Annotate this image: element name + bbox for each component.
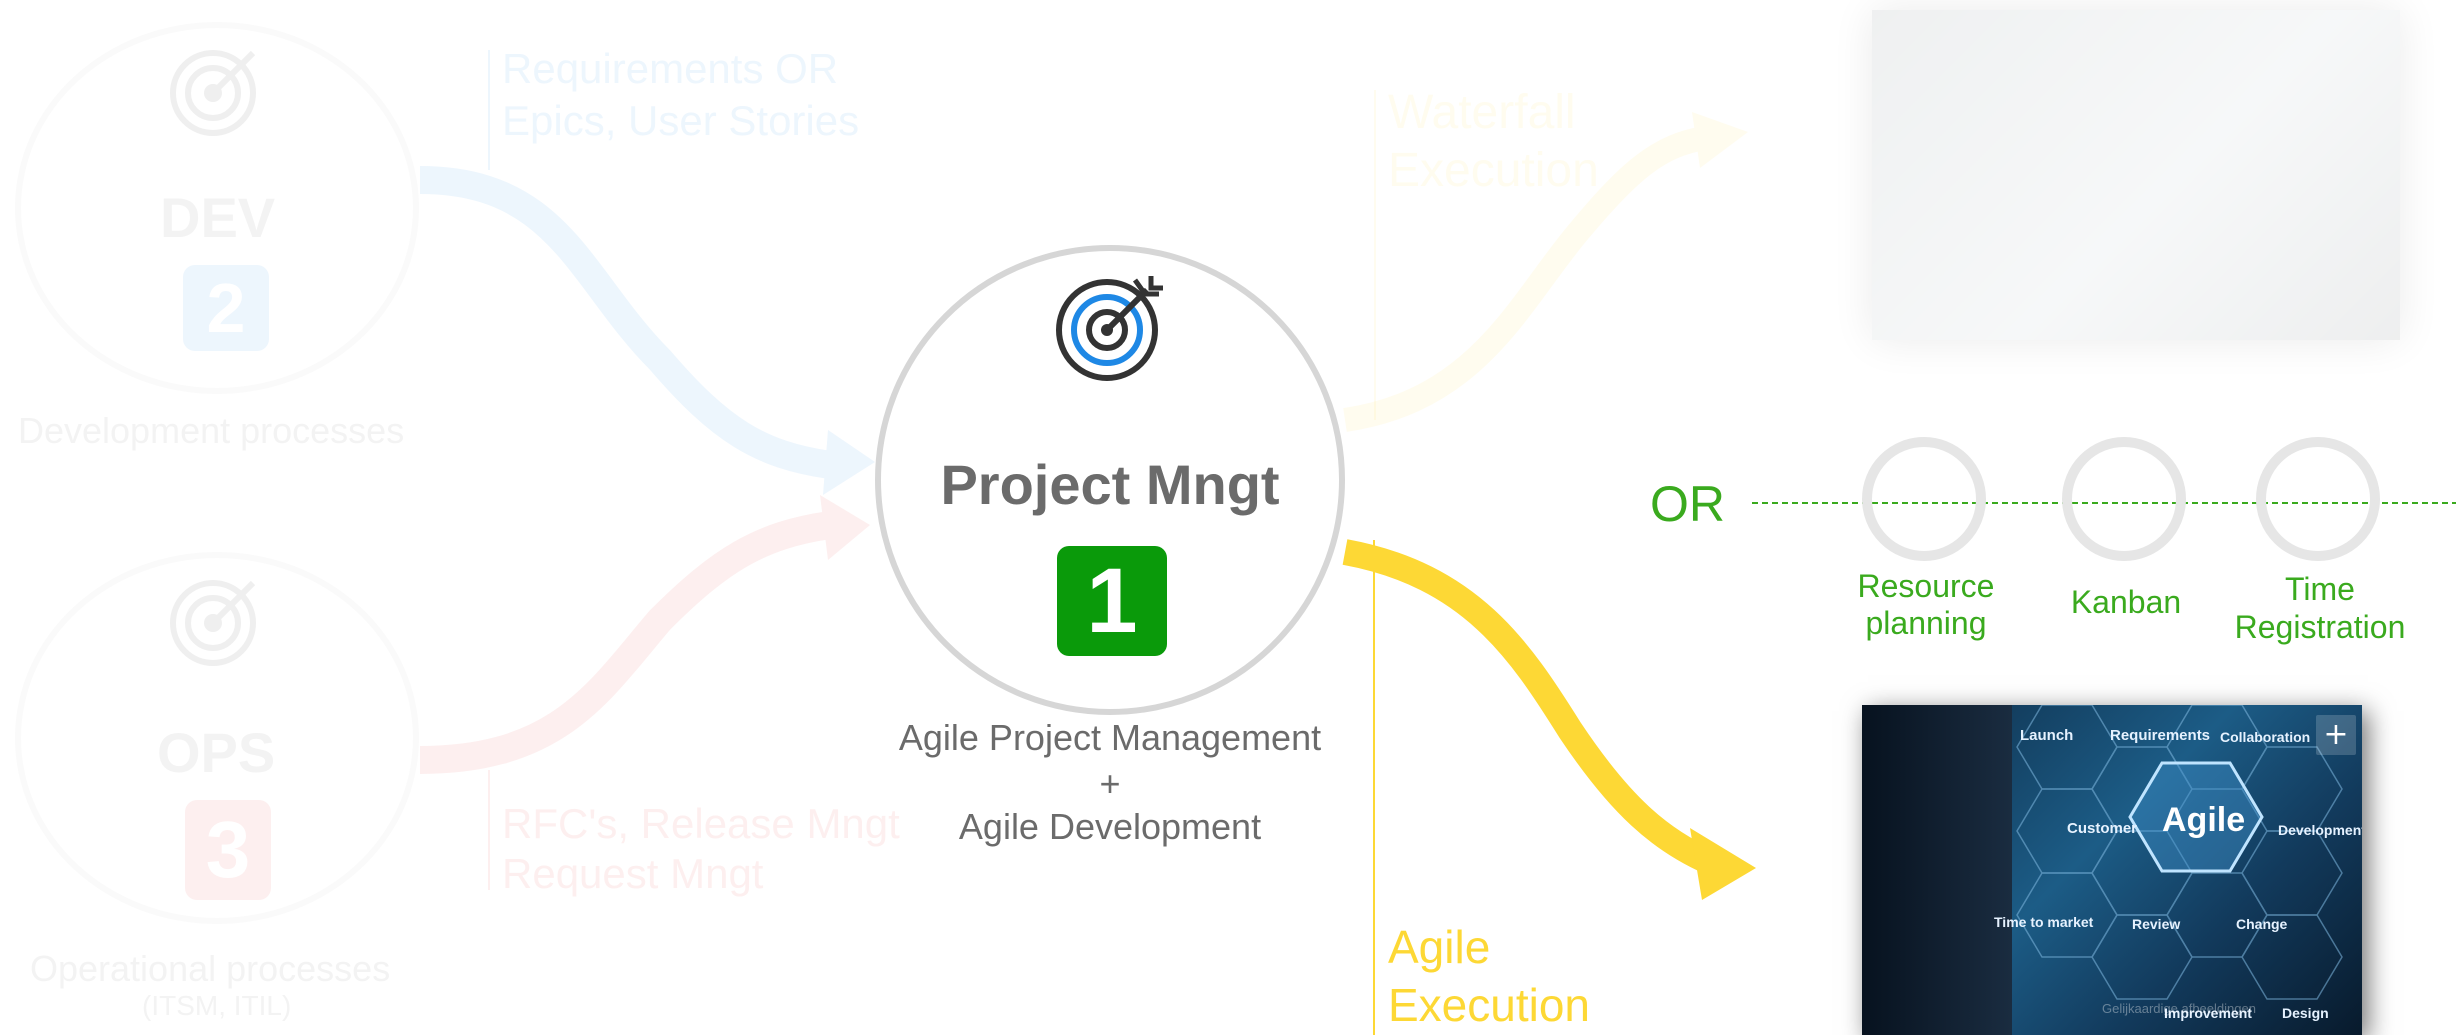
project-mngt-badge: 1 — [1057, 546, 1167, 656]
agile-execution-label-1: Agile — [1388, 921, 1491, 973]
agile-image-word-customer: Customer — [2067, 820, 2138, 837]
project-mngt-title: Project Mngt — [940, 453, 1280, 516]
ops-badge: 3 — [185, 800, 271, 900]
agile-image-word-design: Design — [2282, 1005, 2329, 1021]
ops-flow-divider — [488, 770, 490, 890]
dev-flow-label-2: Epics, User Stories — [502, 97, 860, 144]
project-mngt-subtitle-1: Agile Project Management — [898, 717, 1322, 758]
agile-flow-arrow — [1342, 539, 1756, 900]
resource-planning-circle — [1862, 437, 1986, 561]
ops-caption-sub: (ITSM, ITIL) — [142, 990, 292, 1021]
agile-image-watermark: Gelijkaardige afbeeldingen — [2102, 1001, 2256, 1016]
tool-label-resource-planning-1: Resource — [1857, 568, 1995, 604]
waterfall-label-2: Execution — [1388, 144, 1599, 197]
target-icon — [1056, 276, 1163, 381]
hexagon-grid — [2016, 705, 2343, 1000]
agile-image-word-launch: Launch — [2020, 727, 2074, 744]
agile-image-word-time-to-market: Time to market — [1994, 914, 2094, 930]
tool-label-kanban: Kanban — [2070, 584, 2182, 620]
dev-badge: 2 — [183, 265, 269, 351]
ops-caption: Operational processes — [30, 948, 391, 989]
tool-label-time-registration-2: Registration — [2234, 609, 2406, 645]
target-icon — [170, 580, 256, 666]
waterfall-label-1: Waterfall — [1388, 86, 1576, 139]
ops-flow-arrow — [419, 495, 870, 774]
plus-icon: + — [2323, 717, 2349, 752]
ops-circle — [15, 552, 419, 924]
agile-image-word-collaboration: Collaboration — [2220, 729, 2311, 745]
agile-image: Agile Launch Requirements Collaboration … — [1862, 705, 2362, 1035]
or-label: OR — [1650, 476, 1725, 532]
agile-image-word-development: Development — [2278, 822, 2362, 838]
dev-caption: Development processes — [18, 410, 405, 451]
waterfall-divider — [1374, 90, 1376, 420]
target-icon — [170, 50, 256, 136]
agile-image-person — [1862, 705, 2012, 1035]
agile-image-word-change: Change — [2236, 916, 2288, 932]
dev-flow-label-1: Requirements OR — [502, 45, 839, 92]
dev-flow-arrow — [419, 166, 875, 495]
tool-label-resource-planning-2: planning — [1865, 605, 1987, 641]
agile-image-word-requirements: Requirements — [2110, 727, 2211, 744]
kanban-circle — [2062, 437, 2186, 561]
agile-image-word-review: Review — [2132, 916, 2181, 932]
project-mngt-subtitle-3: Agile Development — [958, 806, 1262, 847]
image-expand-button[interactable]: + — [2316, 715, 2356, 755]
time-registration-circle — [2256, 437, 2380, 561]
dev-title: DEV — [160, 186, 276, 249]
dev-flow-divider — [488, 50, 490, 170]
agile-image-word-improvement: Improvement — [2164, 1005, 2252, 1021]
project-mngt-subtitle-2: + — [1099, 763, 1121, 804]
tool-label-time-registration-1: Time — [2285, 571, 2355, 607]
project-mngt-circle — [875, 245, 1345, 715]
agile-execution-label-2: Execution — [1388, 979, 1591, 1031]
waterfall-image — [1872, 10, 2400, 340]
dev-circle — [15, 22, 419, 394]
waterfall-flow-arrow — [1343, 112, 1748, 432]
ops-flow-label-2: Request Mngt — [502, 850, 764, 897]
ops-title: OPS — [157, 721, 276, 784]
ops-flow-label-1: RFC's, Release Mngt — [502, 800, 900, 847]
agile-image-center-word: Agile — [2162, 801, 2246, 839]
